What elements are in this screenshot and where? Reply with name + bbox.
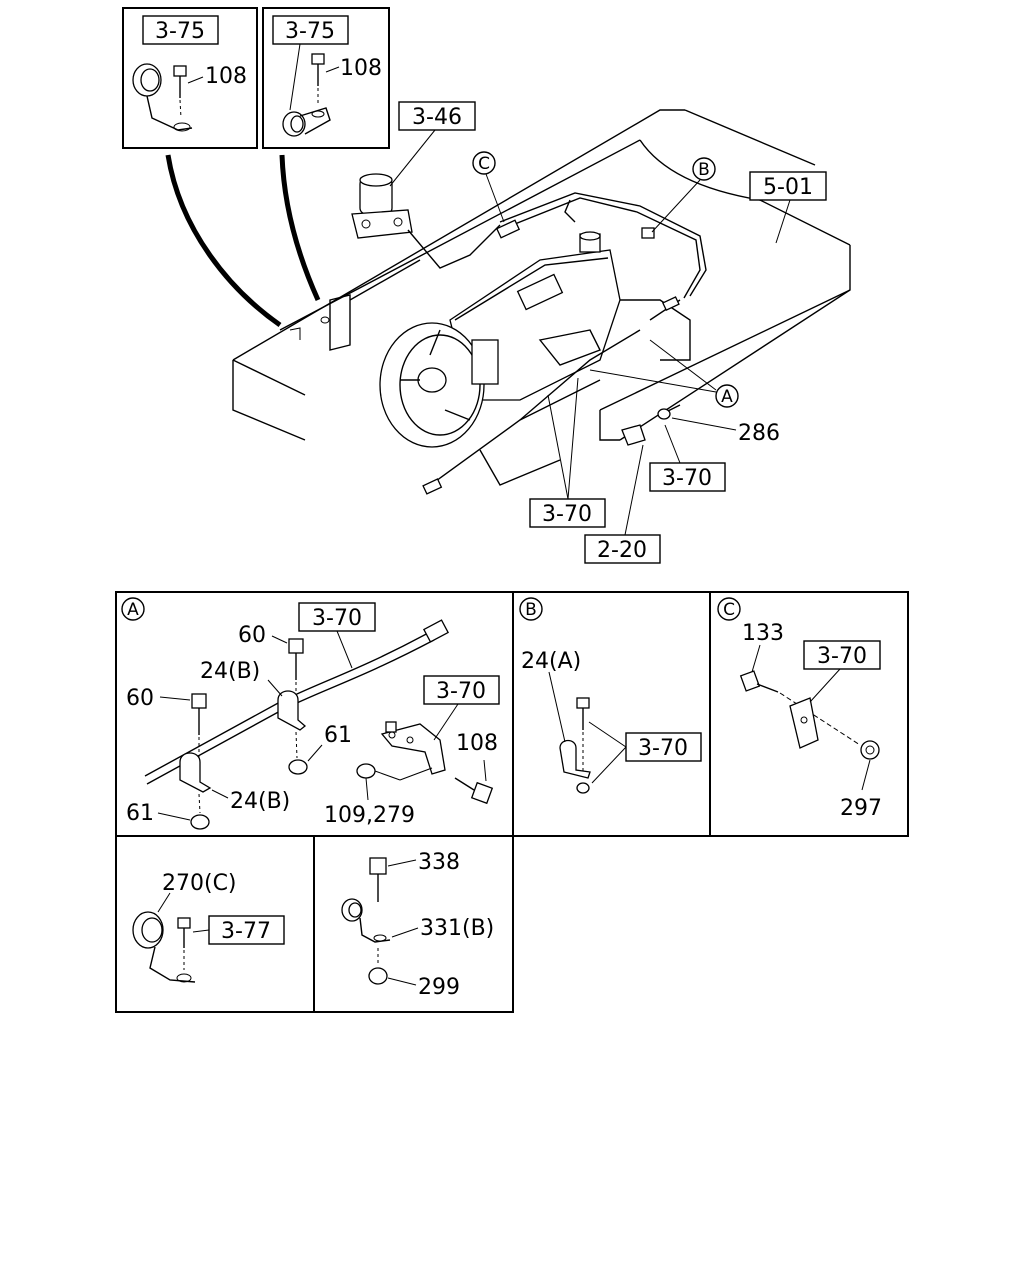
detail-a: A 3-70 60 24(B) 61 60 24(B): [121, 597, 500, 830]
detail-c-ref: 3-70: [817, 644, 867, 669]
ref-3-46: 3-46: [412, 105, 462, 130]
detail-a-part-61-bottom: 61: [126, 801, 154, 826]
detail-c-circle: C: [723, 600, 735, 620]
detail-c-part-297: 297: [840, 796, 882, 821]
ref-2-20: 2-20: [597, 538, 647, 563]
circle-b: B: [698, 160, 710, 180]
ref-5-01: 5-01: [763, 175, 813, 200]
detail-b-circle: B: [525, 600, 537, 620]
detail-a-part-60-left: 60: [126, 686, 154, 711]
inset-left-ref: 3-75: [155, 19, 205, 44]
detail-a-part-109-279: 109,279: [324, 803, 415, 828]
ref-3-70-bottom: 3-70: [542, 502, 592, 527]
detail-b: B 24(A) 3-70: [519, 597, 702, 794]
detail-338-part-338: 338: [418, 850, 460, 875]
detail-a-ref-pipe: 3-70: [312, 606, 362, 631]
inset-right-leader: [279, 154, 321, 302]
ref-3-70-right: 3-70: [662, 466, 712, 491]
detail-a-part-61-right: 61: [324, 723, 352, 748]
detail-a-part-108: 108: [456, 731, 498, 756]
detail-a-circle: A: [127, 600, 139, 620]
circle-a: A: [721, 387, 733, 407]
inset-left-part: 108: [205, 64, 247, 89]
inset-left-leader: [165, 154, 282, 328]
inset-right: 3-75 108: [262, 7, 390, 149]
detail-270c-ref: 3-77: [221, 919, 271, 944]
detail-a-ref-bracket: 3-70: [436, 679, 486, 704]
detail-grid: [115, 591, 909, 1013]
inset-right-ref: 3-75: [285, 19, 335, 44]
detail-b-part-24a: 24(A): [521, 649, 581, 674]
detail-a-part-60-top: 60: [238, 623, 266, 648]
detail-a-part-24b-bottom: 24(B): [230, 789, 290, 814]
detail-270c: 270(C) 3-77: [132, 871, 285, 983]
circle-c: C: [478, 154, 490, 174]
part-286: 286: [738, 421, 780, 446]
detail-338-part-299: 299: [418, 975, 460, 1000]
inset-left: 3-75 108: [122, 7, 258, 149]
detail-b-ref: 3-70: [638, 736, 688, 761]
detail-c-part-133: 133: [742, 621, 784, 646]
detail-270c-part: 270(C): [162, 871, 237, 896]
detail-c: C 133 3-70 297: [717, 597, 882, 821]
detail-338: 338 331(B) 299: [341, 850, 494, 1000]
main-assembly: 3-46 5-01 C B A 286 3-70 3-70 2-20: [232, 101, 851, 564]
inset-right-part: 108: [340, 56, 382, 81]
detail-a-part-24b-top: 24(B): [200, 659, 260, 684]
detail-338-part-331b: 331(B): [420, 916, 494, 941]
